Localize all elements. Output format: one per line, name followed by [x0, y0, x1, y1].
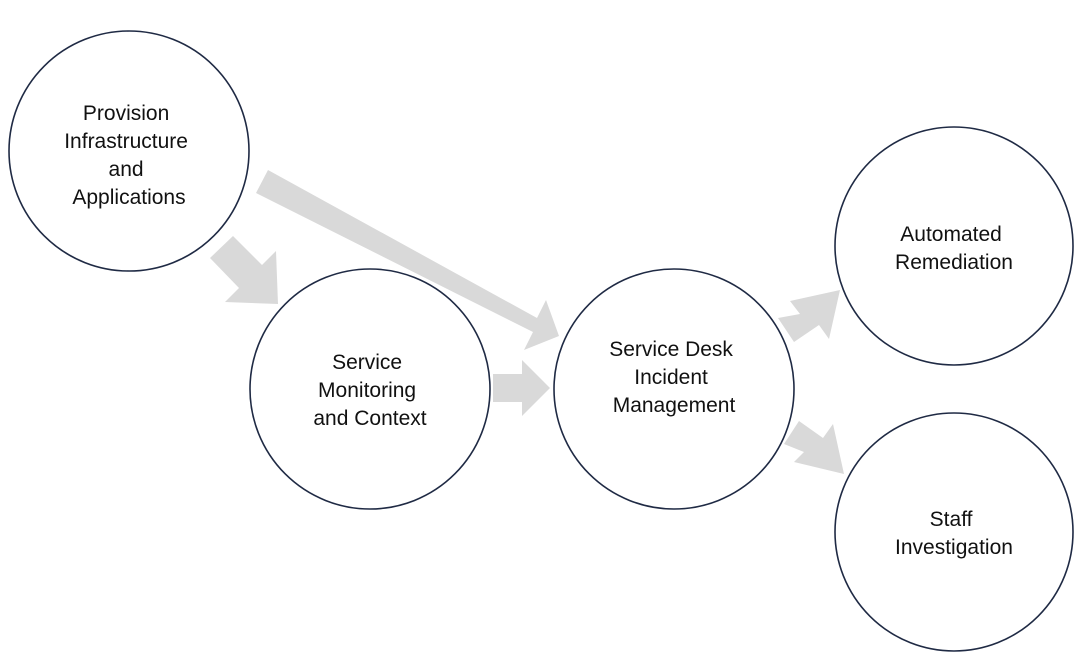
node-service-desk-label: Service Desk Incident Management	[609, 338, 739, 417]
node-monitoring-label: Service Monitoring and Context	[313, 351, 426, 430]
node-monitoring-line: and Context	[313, 407, 426, 430]
arrow-provision-to-monitoring	[210, 236, 278, 304]
node-staff-label: Staff Investigation	[895, 508, 1013, 559]
node-remediation-circle	[834, 126, 1074, 366]
node-provision-line: and	[109, 158, 144, 181]
node-staff-line: Staff	[930, 508, 973, 531]
arrow-monitoring-to-service-desk	[493, 360, 550, 416]
node-staff-circle	[834, 412, 1074, 652]
node-service-desk-line: Management	[613, 394, 736, 417]
node-monitoring: Service Monitoring and Context	[249, 268, 491, 510]
arrow-provision-to-service-desk	[256, 170, 559, 350]
node-provision: Provision Infrastructure and Application…	[8, 30, 250, 272]
node-monitoring-line: Monitoring	[318, 379, 416, 402]
node-remediation-line: Remediation	[895, 251, 1013, 274]
node-remediation-line: Automated	[900, 223, 1002, 246]
node-provision-label: Provision Infrastructure and Application…	[64, 102, 194, 209]
node-provision-line: Provision	[83, 102, 169, 125]
node-service-desk-line: Service Desk	[609, 338, 733, 361]
node-staff-line: Investigation	[895, 536, 1013, 559]
node-monitoring-line: Service	[332, 351, 402, 374]
node-remediation-label: Automated Remediation	[895, 223, 1013, 274]
arrows-layer	[210, 170, 844, 474]
node-service-desk-circle	[553, 268, 795, 510]
node-provision-circle	[8, 30, 250, 272]
node-provision-line: Applications	[72, 186, 185, 209]
node-staff: Staff Investigation	[834, 412, 1074, 652]
node-provision-line: Infrastructure	[64, 130, 188, 153]
node-remediation: Automated Remediation	[834, 126, 1074, 366]
arrow-service-desk-to-staff	[784, 421, 844, 474]
node-service-desk-line: Incident	[634, 366, 708, 389]
node-service-desk: Service Desk Incident Management	[553, 268, 795, 510]
arrow-service-desk-to-remediation	[778, 290, 840, 342]
node-monitoring-circle	[249, 268, 491, 510]
